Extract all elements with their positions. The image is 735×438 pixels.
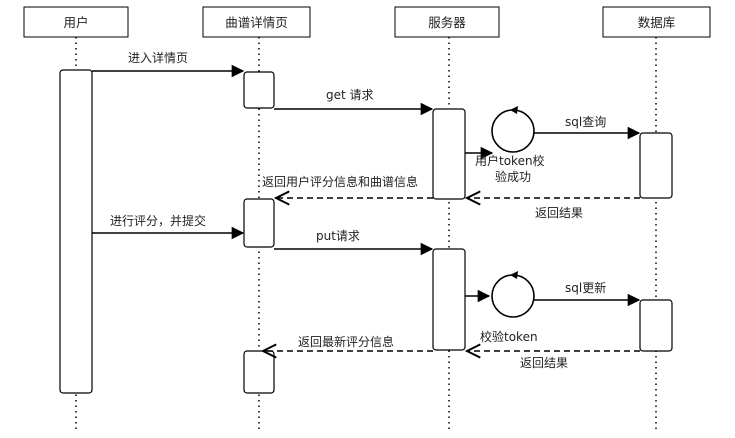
participant-detail-label: 曲谱详情页	[225, 15, 288, 30]
activation-detail-1	[243, 71, 275, 109]
message-submit-score-label: 进行评分，并提交	[110, 213, 206, 228]
activation-detail-2	[243, 198, 275, 248]
participant-db-label: 数据库	[638, 15, 676, 30]
message-sql-query: sql查询	[534, 115, 641, 140]
message-return-user-score: 返回用户评分信息和曲谱信息	[262, 174, 433, 198]
message-enter-detail-label: 进入详情页	[128, 50, 188, 65]
token-check-2	[491, 271, 535, 318]
message-return-latest-score-label: 返回最新评分信息	[298, 334, 394, 349]
activation-db-2	[639, 299, 673, 352]
message-put-request: put请求	[274, 229, 434, 256]
activation-detail-3	[243, 350, 275, 394]
participant-db: 数据库	[602, 6, 711, 38]
message-return-latest-score: 返回最新评分信息	[263, 334, 433, 351]
message-sql-update-label: sql更新	[565, 280, 606, 295]
activation-server-2	[432, 248, 466, 351]
participant-server-label: 服务器	[428, 15, 466, 30]
activation-db-1	[639, 132, 673, 199]
participant-user-label: 用户	[63, 15, 88, 30]
activation-server-1	[432, 108, 466, 200]
token-check-1	[491, 106, 535, 153]
message-get-request-label: get 请求	[326, 88, 374, 102]
message-db-return-1-label: 返回结果	[535, 206, 583, 220]
message-enter-detail: 进入详情页	[92, 50, 245, 78]
token-check-2-label: 校验token	[480, 329, 538, 344]
message-db-return-1: 返回结果	[467, 198, 640, 220]
participant-user: 用户	[23, 6, 129, 38]
message-put-request-label: put请求	[316, 229, 360, 243]
token-check-1-label-line2: 验成功	[495, 169, 531, 184]
message-submit-score: 进行评分，并提交	[92, 213, 245, 240]
message-sql-query-label: sql查询	[565, 115, 606, 129]
message-db-return-2: 返回结果	[467, 351, 640, 370]
message-db-return-2-label: 返回结果	[520, 356, 568, 370]
message-sql-update: sql更新	[534, 280, 641, 307]
activation-user	[59, 69, 93, 394]
participant-detail: 曲谱详情页	[202, 6, 311, 38]
message-return-user-score-label: 返回用户评分信息和曲谱信息	[262, 174, 418, 189]
message-get-request: get 请求	[274, 88, 434, 116]
participant-server: 服务器	[394, 6, 500, 38]
token-check-1-label-line1: 用户token校	[475, 153, 545, 168]
